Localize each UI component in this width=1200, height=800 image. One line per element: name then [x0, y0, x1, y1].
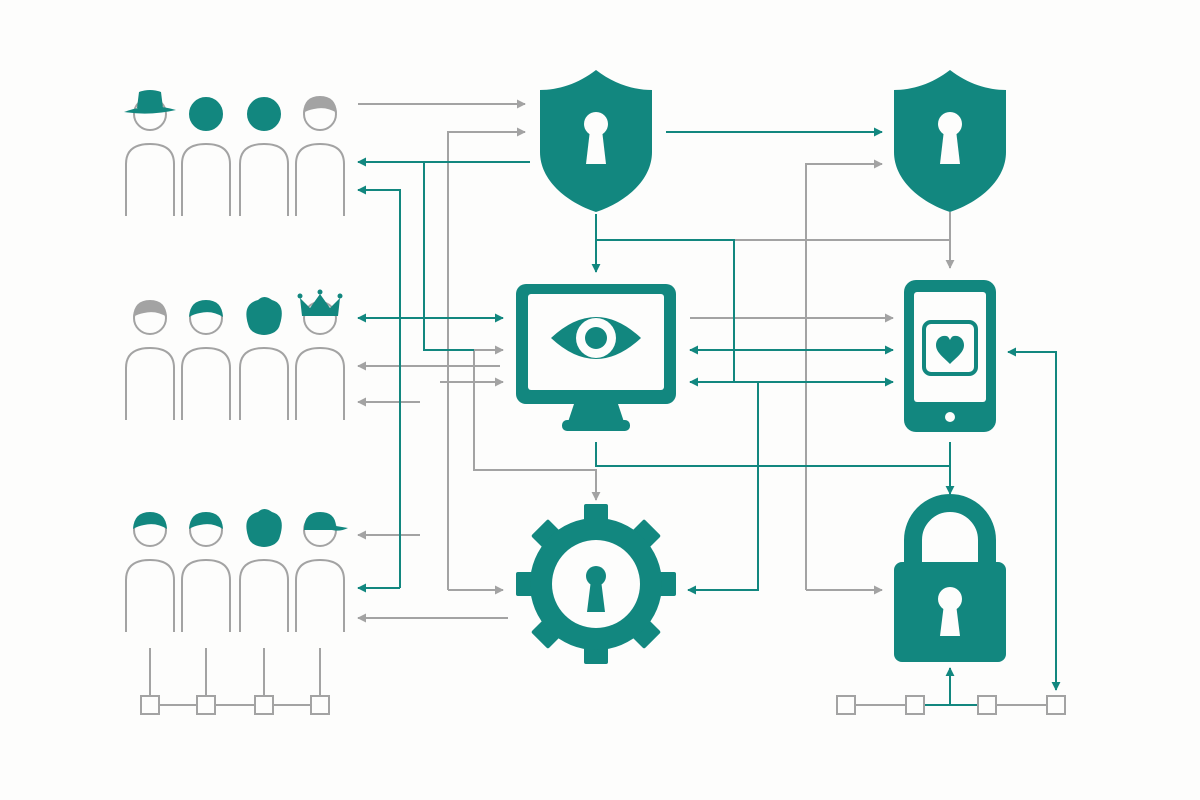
user-figure[interactable] — [295, 289, 345, 421]
user-figure[interactable] — [239, 509, 289, 632]
user-figure[interactable] — [181, 97, 231, 216]
user-group-top — [124, 90, 345, 216]
node-box — [140, 695, 160, 715]
node-strip-left — [140, 648, 330, 715]
user-figure[interactable] — [239, 297, 289, 420]
link-monitor-to-padlock — [595, 442, 950, 467]
node-strip-right — [836, 695, 1066, 715]
user-figure[interactable] — [125, 512, 175, 632]
node-box — [905, 695, 925, 715]
padlock-keyhole-icon[interactable] — [894, 494, 1006, 662]
arrow-bus-to-top-group — [357, 185, 401, 588]
arrow-monitor-to-gear — [473, 350, 601, 501]
arrow-strip-to-phone — [1007, 347, 1061, 691]
gear-keyhole-icon[interactable] — [516, 504, 676, 664]
node-box — [836, 695, 856, 715]
arrow-bus-to-gear-teal — [687, 382, 759, 595]
user-figure[interactable] — [295, 512, 348, 632]
connectors — [357, 99, 1061, 704]
link-shield-down-bus — [423, 162, 474, 351]
arrow-bus-to-shield — [447, 127, 526, 590]
user-groups — [124, 90, 348, 632]
user-figure[interactable] — [239, 97, 289, 216]
shield-keyhole-icon[interactable] — [894, 70, 1006, 212]
link-shield-to-bus — [596, 239, 735, 382]
node-box — [310, 695, 330, 715]
shield-keyhole-icon[interactable] — [540, 70, 652, 212]
node-box — [1046, 695, 1066, 715]
user-figure[interactable] — [125, 300, 175, 420]
user-figure[interactable] — [181, 512, 231, 632]
monitor-eye-icon[interactable] — [516, 284, 676, 431]
arrow-bus-to-shield-right — [805, 159, 883, 590]
node-box — [254, 695, 274, 715]
user-figure[interactable] — [124, 90, 176, 216]
phone-heart-icon[interactable] — [904, 280, 996, 432]
node-box — [977, 695, 997, 715]
user-figure[interactable] — [181, 300, 231, 420]
user-group-bottom — [125, 509, 348, 632]
node-box — [196, 695, 216, 715]
user-group-middle — [125, 289, 345, 421]
user-figure[interactable] — [295, 96, 345, 216]
